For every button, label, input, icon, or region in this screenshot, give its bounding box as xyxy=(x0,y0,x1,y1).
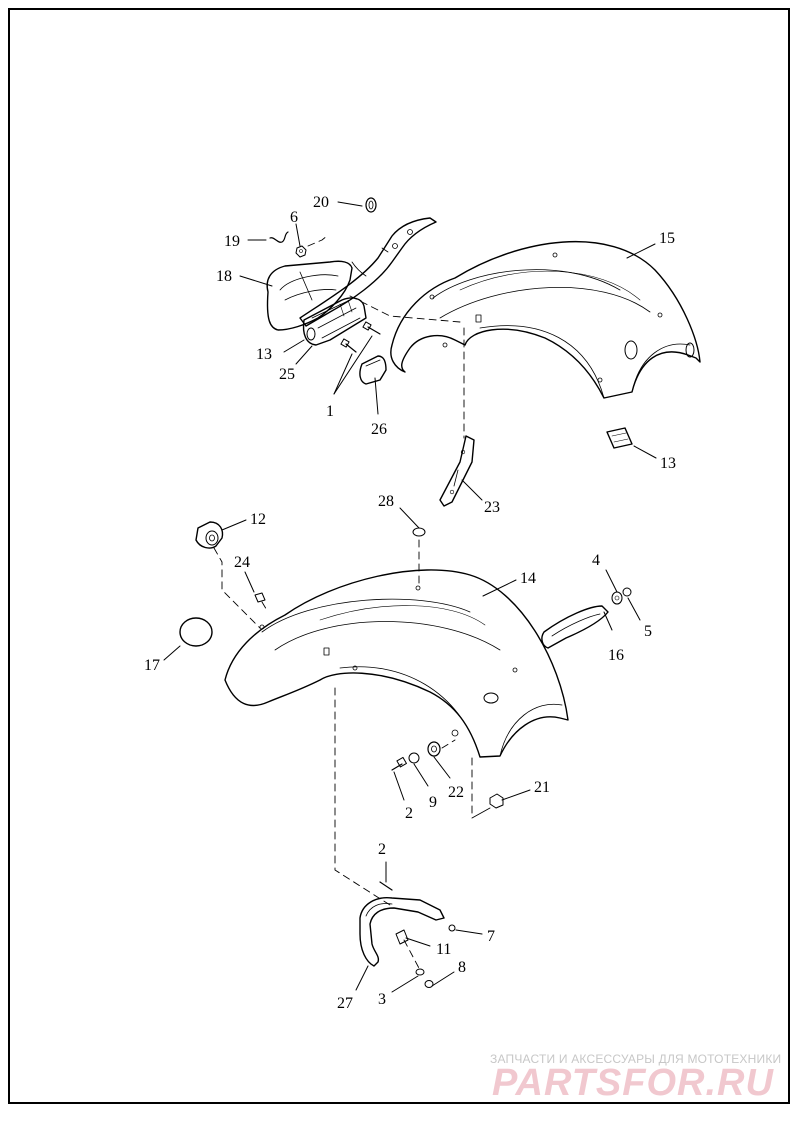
pin-19 xyxy=(269,231,289,243)
callouts: 20 6 19 18 13 25 1 26 15 13 23 28 12 24 … xyxy=(144,194,676,1012)
lower-fender-14 xyxy=(224,569,569,758)
spacer-22 xyxy=(427,741,441,757)
callout-28: 28 xyxy=(378,493,394,510)
upper-fender-15 xyxy=(390,240,701,399)
page-border xyxy=(8,8,790,1104)
callout-7: 7 xyxy=(487,928,495,945)
callout-16: 16 xyxy=(608,647,624,664)
callout-18: 18 xyxy=(216,268,232,285)
callout-6: 6 xyxy=(290,209,298,226)
callout-8: 8 xyxy=(458,959,466,976)
callout-14: 14 xyxy=(520,570,536,587)
bracket-strip xyxy=(299,217,437,327)
washer-4 xyxy=(611,591,623,605)
callout-25: 25 xyxy=(279,366,295,383)
watermark-tagline: ЗАПЧАСТИ И АКСЕССУАРЫ ДЛЯ МОТОТЕХНИКИ xyxy=(490,1052,782,1066)
callout-11: 11 xyxy=(436,941,451,958)
callout-2-lower: 2 xyxy=(378,841,386,858)
callout-23: 23 xyxy=(484,499,500,516)
screw-1a xyxy=(362,321,381,335)
assembly-lines xyxy=(213,235,473,971)
callout-21: 21 xyxy=(534,779,550,796)
callout-13-right: 13 xyxy=(660,455,676,472)
nut-5 xyxy=(622,587,632,597)
lens-cover-17 xyxy=(179,617,213,647)
nut-24 xyxy=(254,592,266,603)
grommet-20 xyxy=(365,197,377,213)
reflector-13 xyxy=(606,427,633,449)
bracket-27 xyxy=(359,897,445,967)
callout-3: 3 xyxy=(378,991,386,1008)
nut-7 xyxy=(448,924,456,932)
callout-26: 26 xyxy=(371,421,387,438)
washer-3 xyxy=(415,968,425,976)
nut-21 xyxy=(489,793,504,809)
clip-26 xyxy=(359,355,387,385)
nut-6 xyxy=(295,245,307,258)
nut-8 xyxy=(424,980,434,988)
callout-9: 9 xyxy=(429,794,437,811)
callout-1: 1 xyxy=(326,403,334,420)
watermark-logo: PARTSFOR.RU xyxy=(492,1062,774,1104)
callout-24: 24 xyxy=(234,554,250,571)
clip-11 xyxy=(395,929,409,945)
callout-17: 17 xyxy=(144,657,160,674)
taillight-housing-18 xyxy=(266,260,353,331)
callout-27: 27 xyxy=(337,995,353,1012)
bracket-23 xyxy=(439,435,475,507)
support-16 xyxy=(541,605,609,649)
callout-2-upper: 2 xyxy=(405,805,413,822)
callout-5: 5 xyxy=(644,623,652,640)
callout-22: 22 xyxy=(448,784,464,801)
plug-28 xyxy=(412,527,426,537)
callout-20: 20 xyxy=(313,194,329,211)
callout-13-left: 13 xyxy=(256,346,272,363)
callout-12: 12 xyxy=(250,511,266,528)
callout-4: 4 xyxy=(592,552,600,569)
part-line-21 xyxy=(471,807,491,819)
taillight-module-25 xyxy=(302,297,367,346)
screw-2b xyxy=(379,881,393,891)
marker-lamp-12 xyxy=(195,521,224,549)
callout-15: 15 xyxy=(659,230,675,247)
screw-1b xyxy=(340,338,357,353)
screw-2a xyxy=(391,756,407,771)
leader-lines xyxy=(163,201,657,993)
callout-19: 19 xyxy=(224,233,240,250)
washer-9 xyxy=(408,752,420,764)
